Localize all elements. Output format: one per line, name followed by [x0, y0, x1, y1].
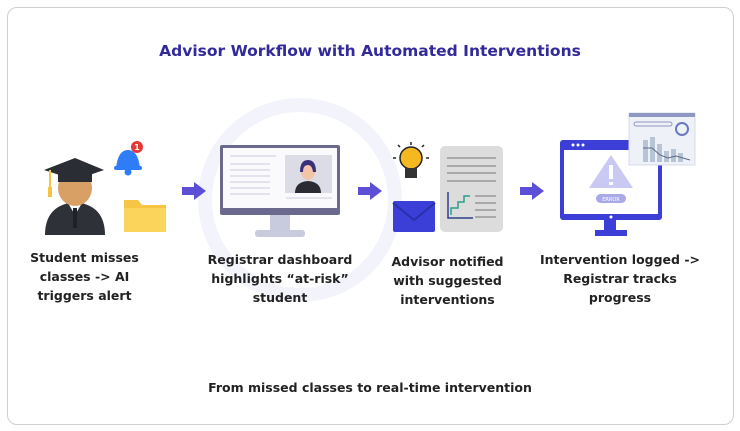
analytics-panel-icon: [628, 112, 696, 166]
monitor-profile-icon: [220, 145, 340, 237]
arrow-icon: [358, 182, 382, 200]
report-document-icon: [440, 146, 503, 232]
step-2-label: Registrar dashboard highlights “at-risk”…: [207, 252, 353, 305]
lightbulb-icon: [393, 142, 429, 178]
step-4-label: Intervention logged -> Registrar tracks …: [540, 252, 700, 305]
folder-icon: [124, 200, 166, 232]
envelope-icon: [392, 201, 436, 232]
notification-badge: 1: [134, 143, 140, 152]
diagram-caption: From missed classes to real-time interve…: [208, 380, 532, 395]
step-1-label: Student misses classes -> AI triggers al…: [30, 250, 139, 303]
diagram-title: Advisor Workflow with Automated Interven…: [159, 42, 581, 60]
graduate-student-icon: [44, 158, 105, 235]
step-3-label: Advisor notified with suggested interven…: [391, 254, 504, 307]
error-label: ERROR: [602, 197, 620, 203]
bell-notification-icon: 1: [114, 141, 143, 176]
arrow-icon: [182, 182, 206, 200]
watermark-logo: [198, 98, 402, 302]
arrow-icon: [520, 182, 544, 200]
